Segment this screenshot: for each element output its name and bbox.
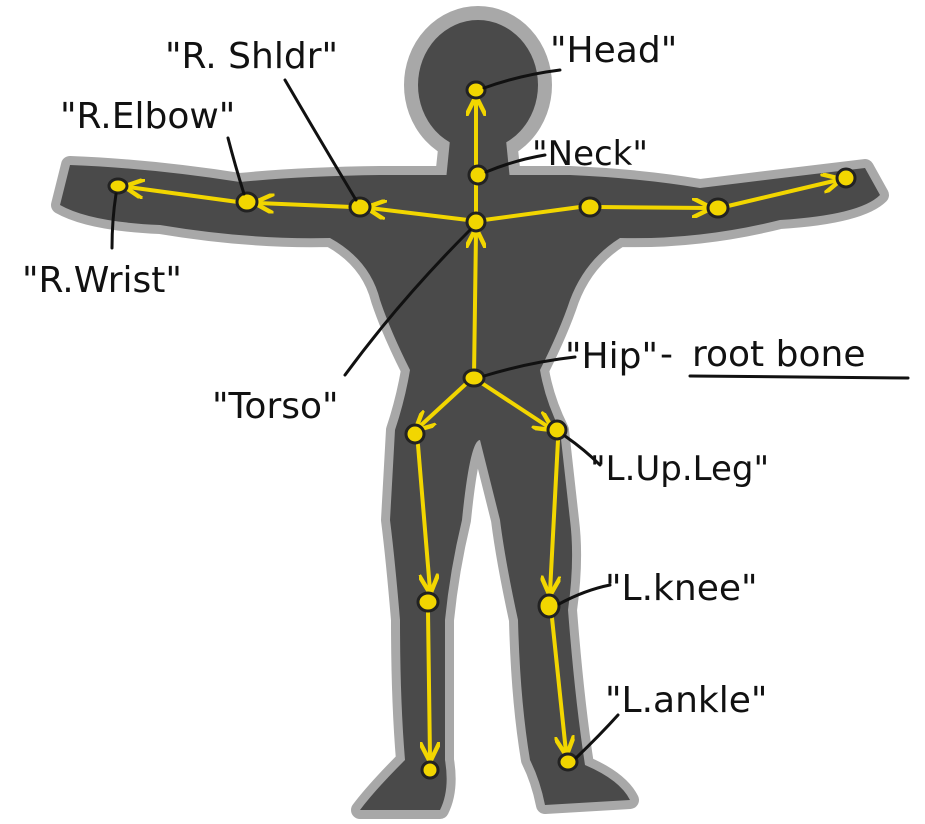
bone-rknee-rankle [428,612,430,758]
bone-hip-torso [474,232,476,376]
label-l-up-leg: "L.Up.Leg" [590,449,769,489]
label-hip: "Hip" [565,336,658,377]
joint-r-up-leg [406,425,424,443]
label-root-bone: root bone [692,334,865,375]
label-l-ankle: "L.ankle" [605,680,768,721]
joint-r-knee [418,593,438,611]
label-head: "Head" [550,30,677,71]
bone-lshldr-lelbow [598,207,708,208]
joint-l-shldr [580,198,600,216]
joint-neck [469,166,487,184]
joint-l-elbow [708,199,728,217]
joint-head [467,82,485,98]
joint-r-wrist [109,179,127,193]
joint-l-up-leg [548,421,566,439]
label-r-shldr: "R. Shldr" [165,36,338,77]
root-bone-underline [690,376,908,378]
label-neck: "Neck" [532,134,648,174]
label-torso: "Torso" [212,386,339,427]
joint-hip [464,370,484,386]
label-hip-dash: - [660,334,673,375]
joint-l-ankle [559,754,577,770]
joint-r-ankle [422,762,438,778]
joint-l-wrist [837,169,855,187]
label-r-elbow: "R.Elbow" [60,96,235,137]
joint-l-knee [539,595,559,617]
joint-r-shldr [350,198,370,216]
label-l-knee: "L.knee" [605,568,758,609]
joint-torso [467,213,485,231]
label-r-wrist: "R.Wrist" [22,260,182,301]
joint-r-elbow [237,193,257,211]
